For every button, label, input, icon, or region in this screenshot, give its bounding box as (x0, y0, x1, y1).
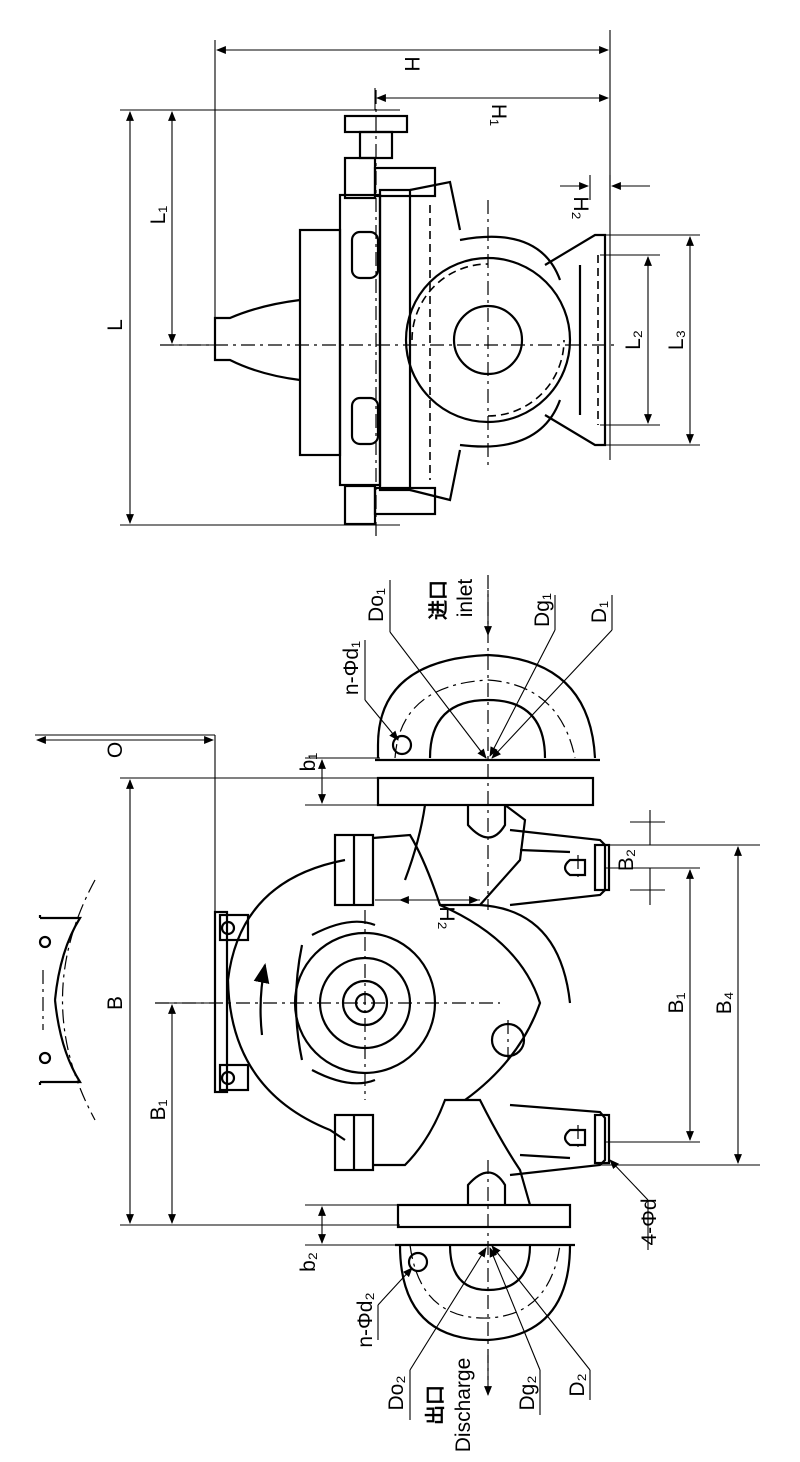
inlet-Dg1-label: Dg₁ (531, 593, 554, 627)
main-view-dashed-lines (42, 575, 579, 1380)
inlet-leader-lines (364, 580, 613, 759)
inlet-Do1-label: Do₁ (365, 588, 388, 622)
motor-outline (38, 879, 96, 1121)
dim-label-bolts: 4-Φd (638, 1198, 661, 1245)
top-view-hidden-lines (411, 205, 599, 480)
dim-label-L3: L₃ (665, 330, 688, 350)
dim-label-B1-left: B₁ (147, 1099, 170, 1120)
main-view-extension-lines (35, 734, 760, 1246)
inlet-cn-label: 进口 (426, 580, 450, 620)
inlet-en-label: inlet (454, 579, 477, 618)
top-view-pump-body (213, 114, 607, 526)
top-view-center-lines (160, 90, 615, 540)
inlet-holes-label: n-Φd₁ (340, 641, 363, 695)
inlet-D1-label: D₁ (588, 601, 611, 623)
dim-label-b1: b₁ (297, 753, 320, 772)
outlet-en-label: Discharge (452, 1358, 475, 1453)
dim-label-L2: L₂ (622, 330, 645, 350)
dim-label-H2-main: H₂ (435, 906, 458, 929)
dim-label-B2: B₂ (615, 849, 638, 871)
outlet-Dg2-label: Dg₂ (516, 1376, 539, 1411)
outlet-D2-label: D₂ (566, 1373, 589, 1396)
top-view-dimension-lines (126, 46, 694, 524)
main-view: O B B₁ b₁ b₂ H₂ B₂ B₁ B₄ 4-Φd 进口 inlet D… (35, 575, 760, 1452)
dim-label-H1: H₁ (487, 104, 510, 126)
dim-label-B4: B₄ (713, 992, 736, 1015)
dim-label-B: B (104, 996, 127, 1010)
dim-label-L1: L₁ (147, 206, 170, 225)
main-view-dimension-lines (36, 736, 742, 1244)
dim-label-H: H (400, 56, 423, 71)
main-view-pump-casing (213, 653, 611, 1342)
dim-label-B1-right: B₁ (665, 992, 688, 1013)
dim-label-O: O (104, 742, 127, 758)
top-view: H H₁ H₂ L L₁ L₂ L₃ (104, 30, 700, 540)
dim-label-b2: b₂ (297, 1252, 320, 1272)
outlet-Do2-label: Do₂ (385, 1376, 408, 1411)
outlet-cn-label: 出口 (423, 1385, 447, 1425)
outlet-leader-lines (377, 1159, 649, 1420)
dim-label-H2: H₂ (569, 196, 592, 219)
outlet-holes-label: n-Φd₂ (354, 1292, 377, 1347)
dim-label-L: L (104, 319, 127, 331)
